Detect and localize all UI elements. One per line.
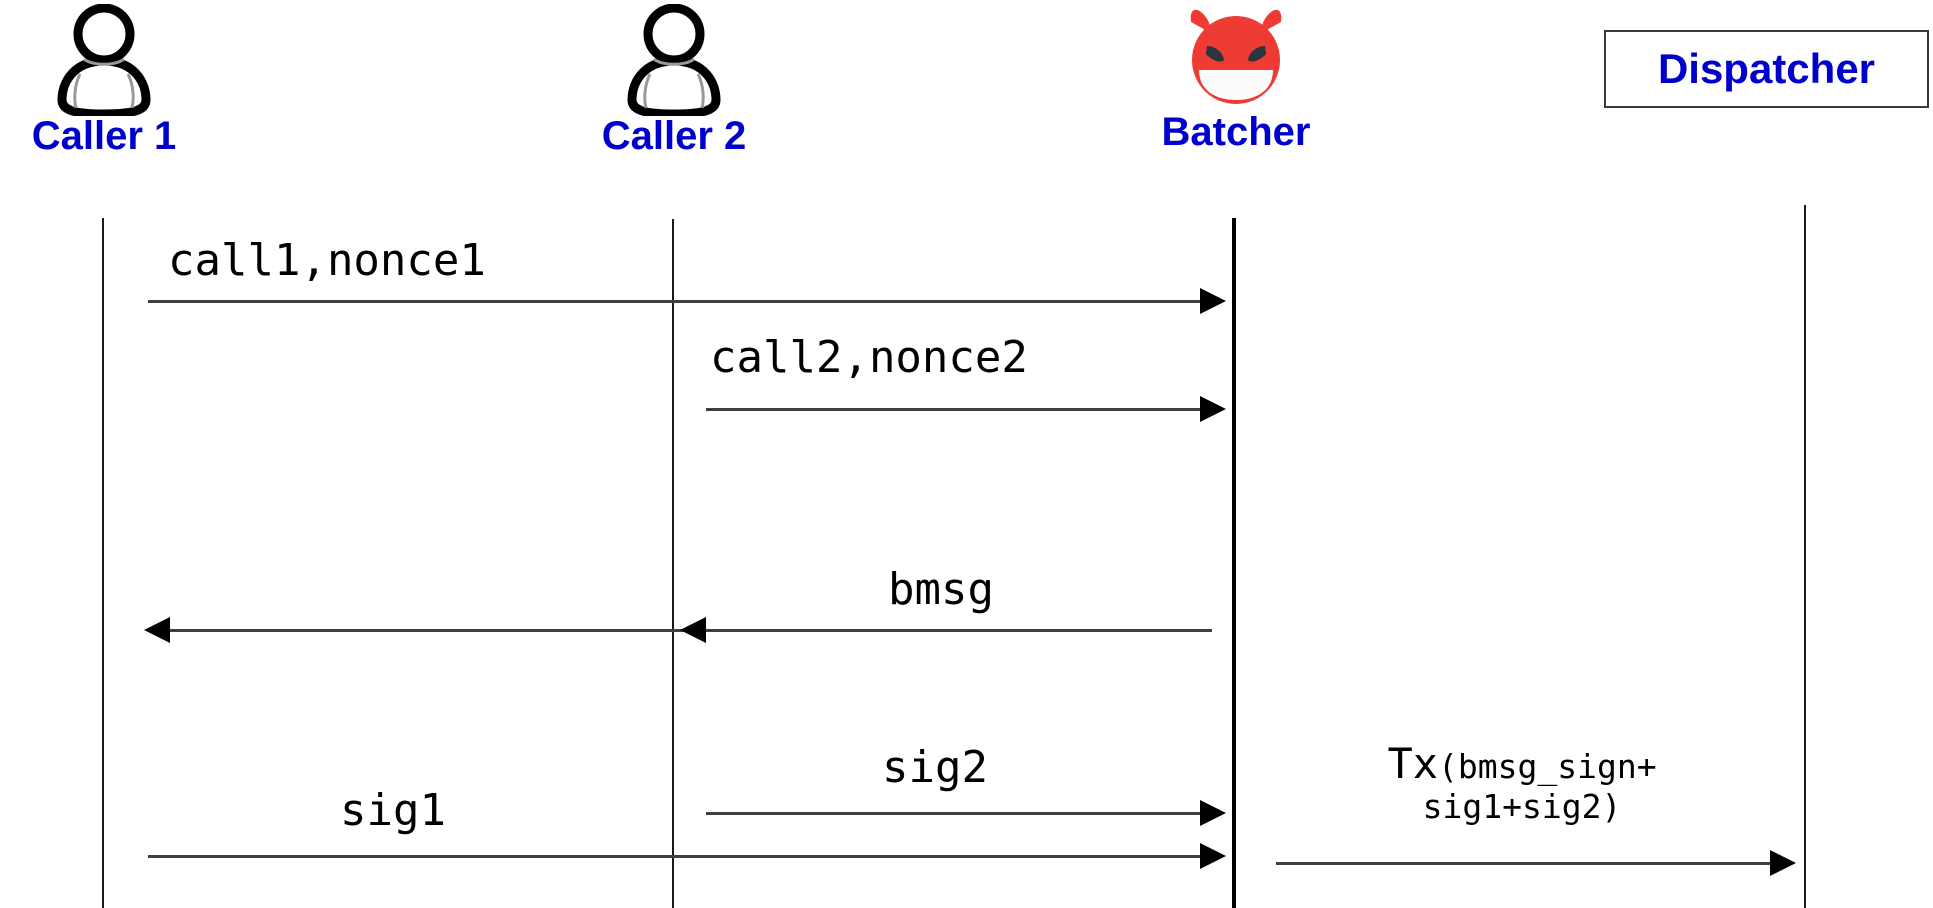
actor-label-caller2: Caller 2 [601, 114, 747, 158]
message-line-tx [1276, 862, 1772, 865]
lifeline-dispatcher [1804, 205, 1806, 908]
message-label-tx-line1: Tx [1387, 739, 1439, 788]
arrowhead-call1 [1200, 288, 1226, 314]
actor-label-batcher: Batcher [1161, 110, 1311, 154]
lifeline-batcher [1232, 218, 1236, 908]
arrowhead-bmsg-caller1 [144, 617, 170, 643]
message-line-sig1 [148, 855, 1202, 858]
arrowhead-sig2 [1200, 800, 1226, 826]
message-line-call2 [706, 408, 1202, 411]
lifeline-caller1 [102, 218, 104, 908]
actor-dispatcher[interactable]: Dispatcher [1604, 30, 1929, 108]
message-label-tx-line2: (bmsg_sign+ [1438, 747, 1657, 786]
actor-caller2[interactable]: Caller 2 [576, 4, 772, 156]
arrowhead-sig1 [1200, 843, 1226, 869]
arrowhead-tx [1770, 850, 1796, 876]
message-line-sig2 [706, 812, 1202, 815]
message-label-call1: call1,nonce1 [168, 235, 486, 286]
lifeline-caller2 [672, 219, 674, 908]
arrowhead-bmsg-caller2 [680, 617, 706, 643]
message-line-call1 [148, 300, 1202, 303]
person-icon [627, 4, 721, 116]
message-label-tx-line3: sig1+sig2) [1422, 787, 1622, 827]
arrowhead-call2 [1200, 396, 1226, 422]
actor-label-caller1: Caller 1 [31, 114, 177, 158]
actor-caller1[interactable]: Caller 1 [6, 4, 202, 156]
actor-label-dispatcher: Dispatcher [1657, 45, 1876, 92]
actor-batcher[interactable]: Batcher [1138, 4, 1334, 152]
devil-face-icon [1190, 9, 1282, 104]
message-label-sig2: sig2 [882, 742, 988, 793]
message-label-call2: call2,nonce2 [710, 332, 1028, 383]
person-icon [57, 4, 151, 116]
message-label-bmsg: bmsg [888, 564, 994, 615]
message-label-tx: Tx(bmsg_sign+ sig1+sig2) [1272, 739, 1772, 827]
message-label-sig1: sig1 [340, 785, 446, 836]
